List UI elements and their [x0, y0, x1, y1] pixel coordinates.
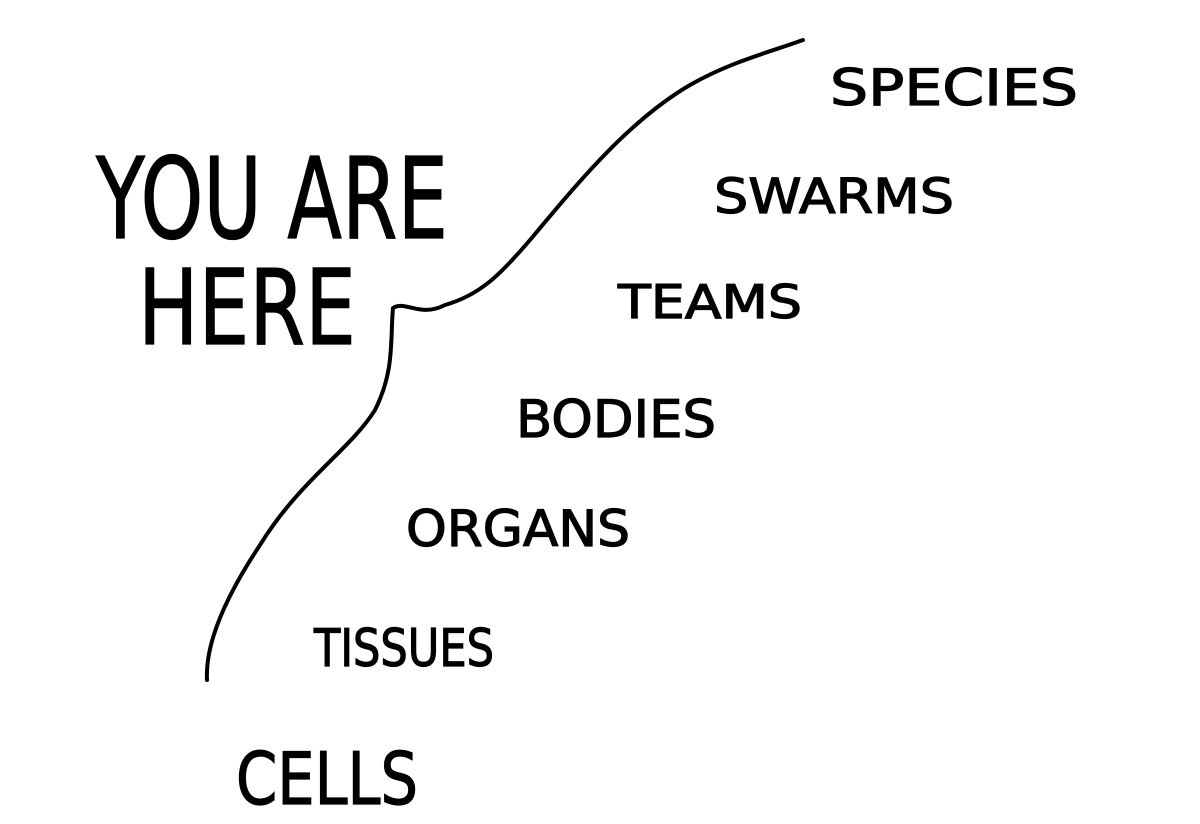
level-label-species: SPECIES — [830, 59, 1078, 117]
level-label-swarms: SWARMS — [714, 169, 954, 225]
level-label-tissues: TISSUES — [313, 619, 494, 679]
headline-line-2: HERE — [138, 247, 356, 369]
level-label-organs: ORGANS — [406, 500, 630, 558]
headline-line-1: YOU ARE — [95, 135, 448, 265]
level-label-bodies: BODIES — [516, 390, 716, 450]
level-label-cells: CELLS — [236, 737, 418, 821]
dividing-curve — [204, 38, 805, 682]
level-label-teams: TEAMS — [617, 275, 802, 329]
